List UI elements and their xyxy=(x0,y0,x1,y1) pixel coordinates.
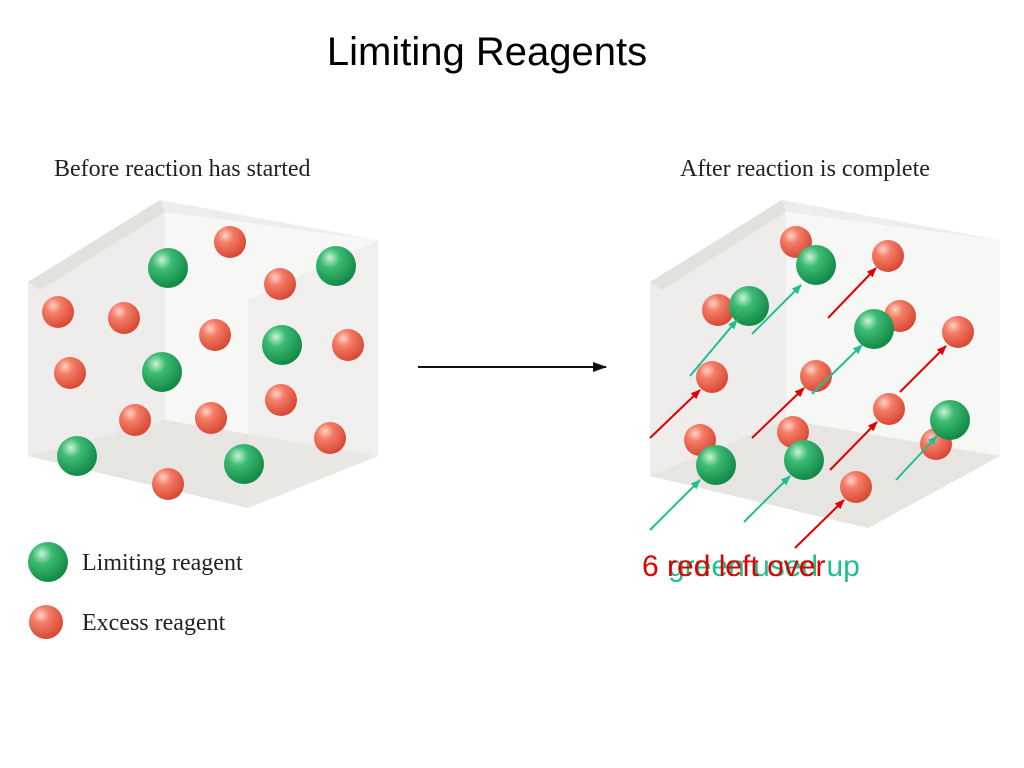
excess-molecule xyxy=(108,302,140,334)
excess-molecule xyxy=(119,404,151,436)
excess-molecule xyxy=(314,422,346,454)
green-arrow xyxy=(743,475,791,523)
excess-molecule xyxy=(42,296,74,328)
excess-molecule xyxy=(840,471,872,503)
legend-excess-marker xyxy=(29,605,63,639)
legend-limiting-label: Limiting reagent xyxy=(82,550,243,576)
green-used-up-note: green used up xyxy=(668,550,860,583)
excess-molecule xyxy=(152,468,184,500)
before-molecules xyxy=(42,226,364,500)
limiting-molecule xyxy=(224,444,264,484)
limiting-molecule xyxy=(784,440,824,480)
excess-molecule xyxy=(702,294,734,326)
limiting-molecule xyxy=(316,246,356,286)
legend-excess-label: Excess reagent xyxy=(82,610,226,636)
green-annotation-arrows xyxy=(649,284,938,531)
green-arrow xyxy=(811,344,863,395)
red-arrow xyxy=(899,345,947,393)
red-arrow xyxy=(794,499,845,549)
green-arrow xyxy=(689,319,738,377)
limiting-molecule xyxy=(796,245,836,285)
excess-molecule xyxy=(265,384,297,416)
limiting-molecule xyxy=(142,352,182,392)
limiting-molecule xyxy=(262,325,302,365)
red-arrow xyxy=(827,267,877,319)
green-arrow xyxy=(649,479,701,531)
green-arrow xyxy=(751,284,802,335)
limiting-molecule xyxy=(930,400,970,440)
excess-molecule xyxy=(777,416,809,448)
excess-molecule xyxy=(696,361,728,393)
red-arrow xyxy=(829,421,878,471)
limiting-molecule xyxy=(148,248,188,288)
excess-molecule xyxy=(214,226,246,258)
red-left-over-note: 6 red left over xyxy=(642,550,826,583)
limiting-molecule xyxy=(729,286,769,326)
excess-molecule xyxy=(332,329,364,361)
excess-molecule xyxy=(195,402,227,434)
legend-limiting-marker xyxy=(28,542,68,582)
red-arrow xyxy=(649,389,701,439)
excess-molecule xyxy=(873,393,905,425)
excess-molecule xyxy=(942,316,974,348)
slide-title: Limiting Reagents xyxy=(326,30,648,74)
red-annotation-arrows xyxy=(649,267,947,549)
before-caption: Before reaction has started xyxy=(54,156,311,182)
excess-molecule xyxy=(264,268,296,300)
excess-molecule xyxy=(800,360,832,392)
green-arrow xyxy=(895,435,938,481)
excess-molecule xyxy=(872,240,904,272)
after-caption: After reaction is complete xyxy=(680,156,930,182)
limiting-molecule xyxy=(696,445,736,485)
excess-molecule xyxy=(199,319,231,351)
red-arrow xyxy=(751,387,805,439)
limiting-molecule xyxy=(854,309,894,349)
limiting-molecule xyxy=(57,436,97,476)
excess-molecule xyxy=(54,357,86,389)
